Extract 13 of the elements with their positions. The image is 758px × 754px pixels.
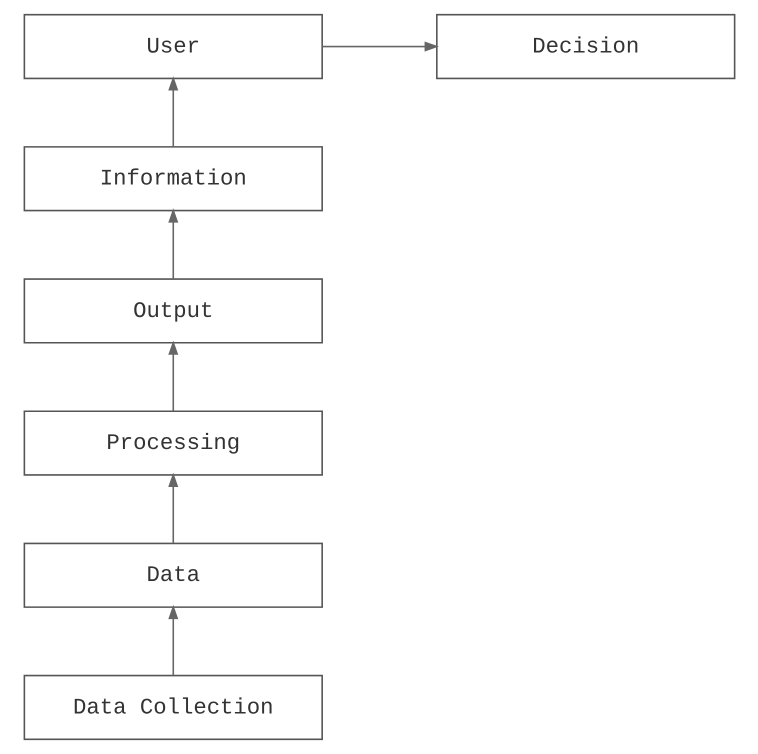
arrow xyxy=(168,340,178,411)
node-box: Processing xyxy=(23,410,322,476)
node-box: Information xyxy=(23,146,322,212)
arrow xyxy=(168,472,178,544)
node-box: Decision xyxy=(436,14,735,80)
arrow xyxy=(168,208,178,279)
node-box: Data Collection xyxy=(23,674,322,740)
arrow xyxy=(168,604,178,676)
node-box: User xyxy=(23,14,322,80)
arrow xyxy=(168,76,178,147)
node-box: Data xyxy=(23,542,322,608)
node-box: Output xyxy=(23,278,322,344)
arrow xyxy=(322,42,438,52)
